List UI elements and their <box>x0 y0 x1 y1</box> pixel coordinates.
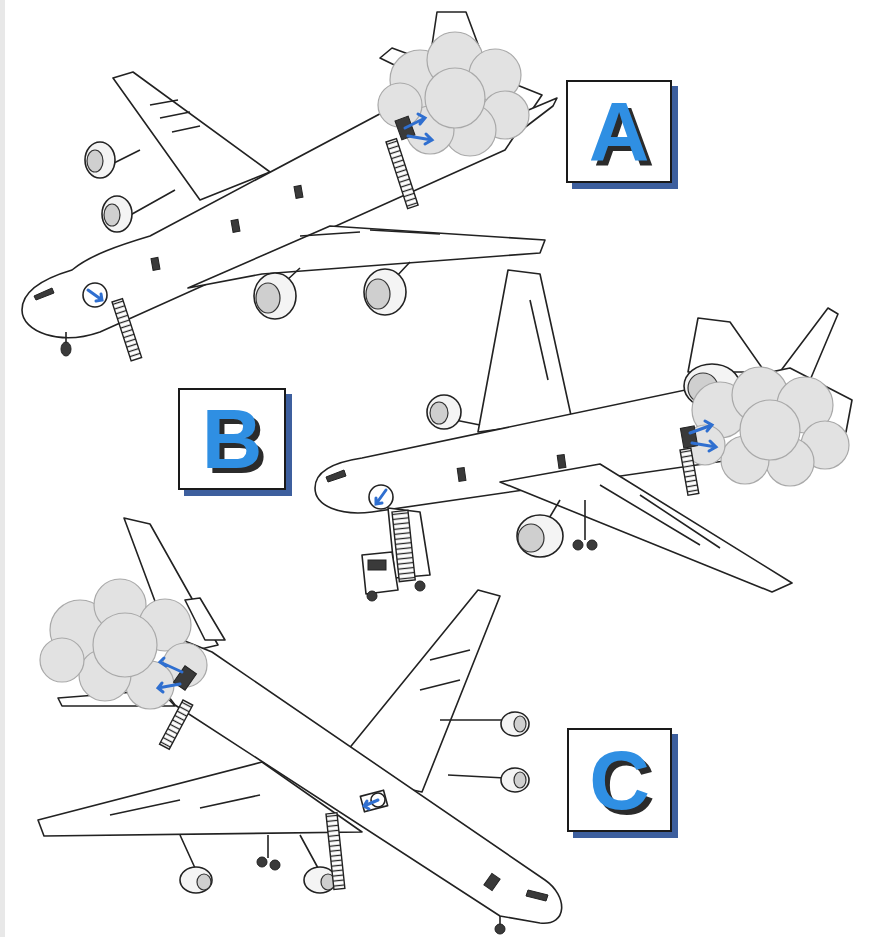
far-wing <box>113 72 270 200</box>
engine <box>180 867 212 893</box>
far-wing <box>478 270 572 432</box>
engine <box>427 395 461 429</box>
engine-intake <box>256 283 280 313</box>
panel-letter: A <box>589 90 650 174</box>
door <box>294 185 303 198</box>
flap-lines <box>150 100 200 132</box>
landing-gear <box>584 500 586 540</box>
truck-cab <box>362 552 398 594</box>
cockpit-window <box>526 890 548 901</box>
engine <box>304 867 336 893</box>
engine-intake <box>514 772 526 788</box>
engine <box>254 273 296 319</box>
overwing-door <box>360 790 387 812</box>
cockpit-window <box>34 288 54 300</box>
engine <box>364 269 406 315</box>
ladder <box>112 299 142 361</box>
near-wing <box>38 762 362 836</box>
flap-lines <box>300 230 440 236</box>
aircraft-a <box>22 12 557 361</box>
flap-lines <box>110 795 260 815</box>
ladder <box>680 448 699 495</box>
engine-intake <box>514 716 526 732</box>
stabilizer <box>185 598 225 640</box>
flap-lines <box>530 300 548 380</box>
aircraft-b <box>315 270 852 601</box>
panel-letter: B <box>202 397 263 481</box>
letter-box: B <box>178 388 286 490</box>
letter-box: C <box>567 728 672 832</box>
wheel <box>495 924 505 934</box>
door <box>457 468 466 482</box>
engine-intake <box>430 402 448 424</box>
escape-arrow <box>158 658 182 692</box>
wheel <box>415 581 425 591</box>
fuselage <box>22 66 542 338</box>
flap-lines <box>600 485 720 548</box>
escape-arrow <box>364 800 378 809</box>
smoke-cloud <box>40 579 207 709</box>
engine-intake <box>366 279 390 309</box>
door <box>484 873 500 890</box>
front-door <box>83 283 107 307</box>
ladder <box>160 700 193 749</box>
escape-arrow <box>376 490 386 504</box>
smoke-cloud-part <box>740 400 800 460</box>
panel-letter: C <box>589 738 650 822</box>
engine-intake <box>87 150 103 172</box>
engine <box>85 142 115 178</box>
ladder <box>386 139 418 209</box>
flap-lines <box>420 650 470 690</box>
pylon <box>440 720 505 778</box>
fuselage <box>128 618 562 923</box>
wheel <box>367 591 377 601</box>
wheel <box>61 342 71 356</box>
letter-box: A <box>566 80 672 183</box>
door <box>151 257 160 270</box>
engine-intake <box>197 874 211 890</box>
escape-arrow <box>690 421 716 451</box>
engine <box>517 515 563 557</box>
wheel <box>257 857 267 867</box>
smoke-cloud-part <box>93 613 157 677</box>
smoke-cloud <box>378 32 529 156</box>
engine <box>501 712 529 736</box>
aircraft-c <box>38 518 562 934</box>
smoke-cloud-part <box>425 68 485 128</box>
wheel <box>573 540 583 550</box>
engine <box>501 768 529 792</box>
engine-intake <box>518 524 544 552</box>
door <box>557 455 566 469</box>
escape-arrow <box>88 290 102 301</box>
pylon <box>180 835 318 868</box>
door <box>231 219 240 232</box>
near-wing <box>188 226 545 288</box>
ladder <box>326 813 345 890</box>
front-door <box>369 485 393 509</box>
smoke-cloud-part <box>40 638 84 682</box>
tail-fin <box>688 318 765 372</box>
cockpit-window <box>326 470 346 482</box>
wheel <box>587 540 597 550</box>
landing-gear <box>268 835 500 926</box>
smoke-cloud <box>685 367 849 486</box>
engine-intake <box>104 204 120 226</box>
escape-arrow <box>405 114 432 144</box>
wheel <box>270 860 280 870</box>
engine <box>102 196 132 232</box>
truck-window <box>368 560 386 570</box>
page-edge <box>0 0 5 937</box>
